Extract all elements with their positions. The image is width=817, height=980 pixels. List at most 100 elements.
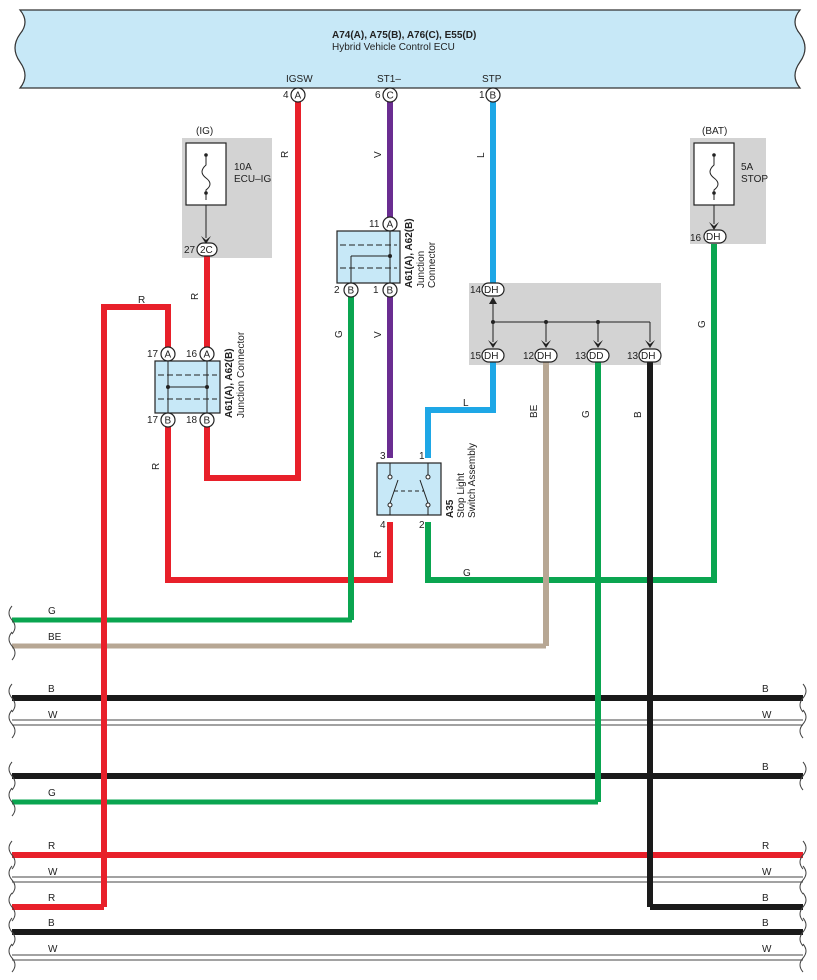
junction-block: 14 DH 15 DH 12 DH 13 DD 13 DH [470,282,662,363]
ecu-pin-st1 [382,87,398,103]
jc-lower-name: Junction Connector [236,331,247,418]
bus-label-l7: W [48,867,58,878]
ecu-pin-name-st1: ST1– [377,74,401,85]
wire-label-sw-g: G [463,568,471,579]
bus-label-r9: B [762,918,769,929]
jc-upper-bot-letter-2: B [387,286,394,297]
ecu-pin-letter-igsw: A [295,91,302,102]
bus-label-l2: B [48,684,55,695]
jb-out-conn-1 [481,348,505,363]
fuse-bat-element-icon [709,155,719,200]
fuse-ig: (IG) 10A ECU–IG 27 2C [184,126,271,257]
fuse-ig-name: ECU–IG [234,174,271,185]
switch-body [376,462,442,516]
jc-lower-top-letter-2: A [204,350,211,361]
jc-upper-node [388,254,392,258]
ecu-pin-num-igsw: 4 [283,90,289,101]
jc-lower-bot-pin-2: 18 [186,415,198,426]
jb-out-label-4: DH [641,351,655,362]
fuse-bat-dot-top [712,153,716,157]
wire-jb-l [425,362,496,458]
jc-lower-bot-socket-2 [199,412,215,428]
wire-label-stp: L [476,152,487,158]
jb-out-conn-2 [534,348,558,363]
wire-label-st1-bot: V [373,331,384,338]
ecu-pin-name-stp: STP [482,74,502,85]
fuse-ig-element-icon [201,155,211,200]
wire-label-jc-up-g: G [334,330,345,338]
stop-light-switch: 3 1 4 2 A35 Stop Light Switch Assembly [376,443,478,531]
ecu-pin-igsw [290,87,306,103]
jc-upper-name2: Connector [427,241,438,288]
wire-label-r-loop: R [138,295,145,306]
ecu-pin-num-st1: 6 [375,90,381,101]
ecu-block: A74(A), A75(B), A76(C), E55(D) Hybrid Ve… [14,9,806,89]
switch-name2: Switch Assembly [467,443,478,518]
bus-break-left [8,605,16,973]
jb-out-pin-4: 13 [627,351,639,362]
ecu-pin-num-stp: 1 [479,90,485,101]
bus-label-l6: R [48,841,55,852]
bus-label-r8: B [762,893,769,904]
jc-lower-node-right [205,385,209,389]
jb-out-label-1: DH [484,351,498,362]
ecu-pin-stp [485,87,501,103]
jc-lower-bot-socket-1 [160,412,176,428]
bus-label-l3: W [48,710,58,721]
switch-pin-3: 3 [380,451,386,462]
jc-upper-bot-pin-1: 2 [334,285,340,296]
jc-lower-top-pin-2: 16 [186,349,198,360]
jb-out-label-2: DH [537,351,551,362]
wires [101,102,717,907]
bus-label-l9: B [48,918,55,929]
bus-label-r2: B [762,684,769,695]
wire-labels: R V V L R R R G L R G G BE G B [138,151,708,579]
jc-lower-bot-letter-2: B [204,416,211,427]
jc-lower-code: A61(A), A62(B) [224,348,235,418]
wire-label-jb-be: BE [529,404,540,418]
bus-break-right [799,683,807,973]
wire-label-jb-b: B [633,411,644,418]
switch-name: Stop Light [456,473,467,518]
jc-lower-bot-pin-1: 17 [147,415,159,426]
bus-label-r4: B [762,762,769,773]
jb-arrow-1-icon [488,340,498,348]
switch-contact-1 [425,474,431,480]
wire-label-st1-top: V [373,151,384,158]
jc-upper-bot-pin-2: 1 [373,285,379,296]
jc-upper-name: Junction [416,251,427,288]
fuse-bat-arrow-icon [709,222,719,230]
fuse-ig-dot-bot [204,191,208,195]
bus-label-l5: G [48,788,56,799]
wire-sw-g [425,244,717,583]
bus-label-l0: G [48,606,56,617]
fuse-bat: (BAT) 5A STOP 16 DH [690,126,768,244]
jb-out-pin-3: 13 [575,351,587,362]
jb-out-conn-4 [638,348,662,363]
fuse-bat-conn [703,229,727,244]
wire-label-jb-g: G [581,410,592,418]
jb-arrow-4-icon [645,340,655,348]
switch-contact-2 [425,502,431,508]
switch-code: A35 [445,499,456,518]
jb-out-label-3: DD [589,351,603,362]
bus-label-l10: W [48,944,58,955]
jc-upper-socket-1 [343,282,359,298]
bus-label-l8: R [48,893,55,904]
jc-upper-socket-2 [382,282,398,298]
fuse-ig-arrow-icon [201,236,211,244]
jc-upper: 11 A 2 B 1 B A61(A), A62(B) Junction Con… [334,216,438,298]
ecu-pin-letter-st1: C [387,91,394,102]
jb-top-pin: 14 [470,285,482,296]
fuse-ig-pin: 27 [184,245,196,256]
wire-jc-r-switch [165,423,393,583]
wire-label-ig-out: R [190,293,201,300]
fuse-bat-pin: 16 [690,233,702,244]
fuse-ig-conn-label: 2C [200,245,213,256]
bus-lines: G BE B B W W B G R R W W R B B B W W [8,605,807,973]
fuse-ig-rating: 10A [234,162,252,173]
jc-lower-node-left [166,385,170,389]
switch-contact-4 [387,502,393,508]
jb-out-pin-1: 15 [470,351,482,362]
